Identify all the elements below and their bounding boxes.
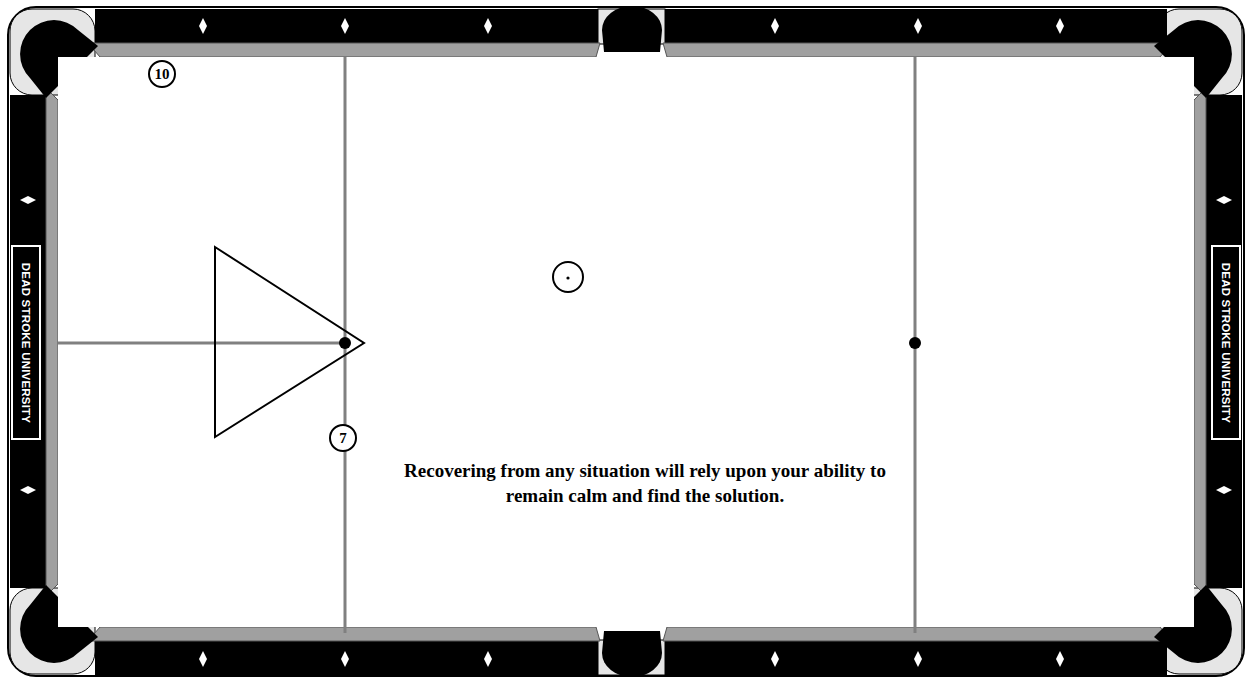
brand-plate: DEAD STROKE UNIVERSITY [11,245,41,440]
caption-note: Recovering from any situation will rely … [383,458,907,508]
brand-text: DEAD STROKE UNIVERSITY [20,262,32,422]
cue-ball [553,262,583,292]
ball-number: 7 [339,431,347,446]
object-ball: 10 [148,60,176,88]
ball-number: 10 [155,67,170,82]
brand-plate: DEAD STROKE UNIVERSITY [1211,245,1241,440]
object-ball: 7 [329,424,357,452]
brand-text: DEAD STROKE UNIVERSITY [1220,262,1232,422]
